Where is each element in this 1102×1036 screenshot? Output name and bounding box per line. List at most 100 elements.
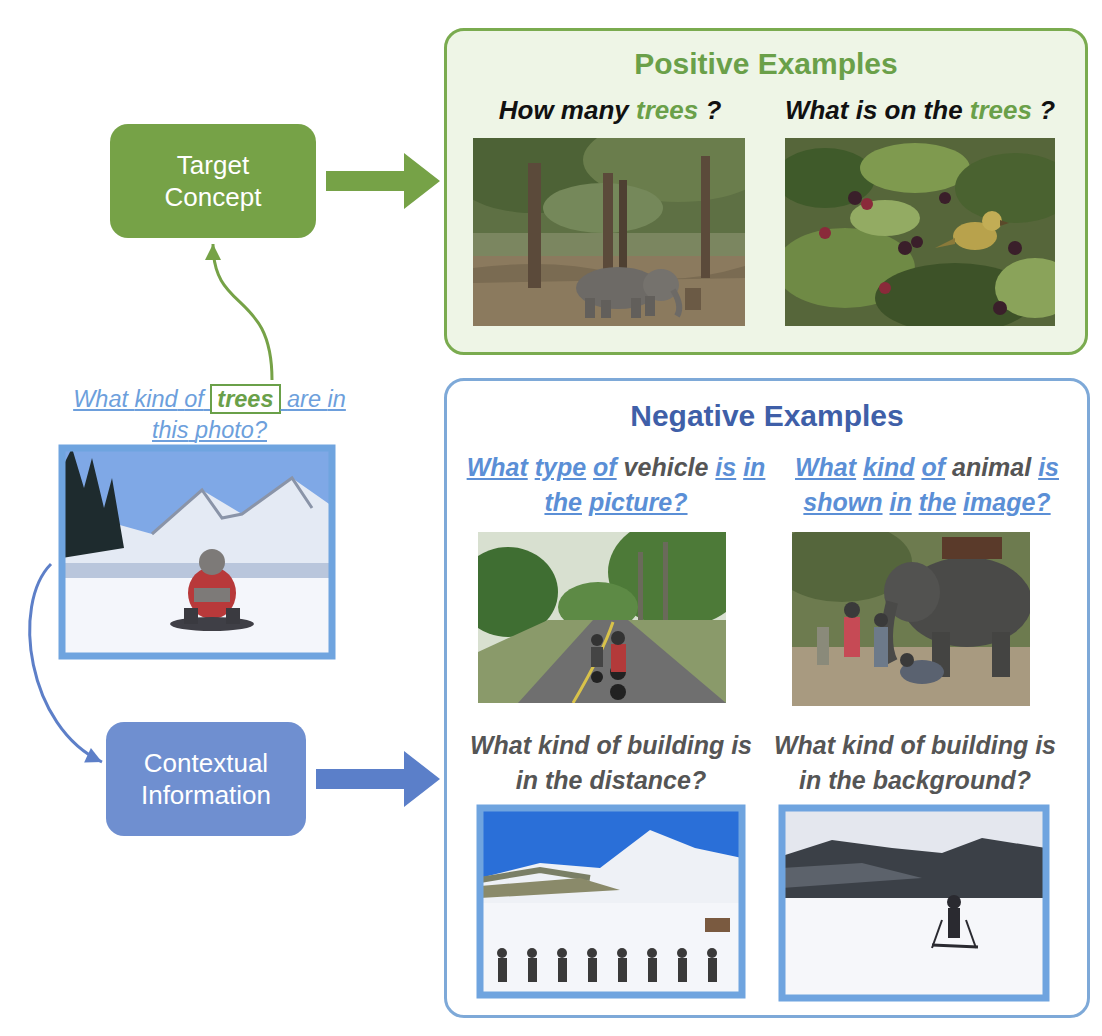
question-word: background? — [873, 766, 1031, 794]
photo-shape — [955, 153, 1075, 223]
photo-shape — [708, 958, 717, 982]
photo-shape — [860, 143, 970, 193]
photo-shape — [62, 578, 332, 656]
question-word: of — [900, 731, 924, 759]
question-word: What — [774, 731, 835, 759]
question-word: What — [467, 453, 528, 481]
photo-shape — [850, 200, 920, 236]
photo-shape — [879, 282, 891, 294]
question-word: of — [921, 453, 945, 481]
question-word: distance? — [589, 766, 706, 794]
photo-shape — [782, 863, 922, 888]
photo-shape — [677, 948, 687, 958]
panel-title: Positive Examples — [447, 47, 1085, 81]
photo-shape — [948, 908, 960, 938]
photo-shape — [478, 620, 726, 703]
photo-shape — [527, 948, 537, 958]
question-word: in — [328, 386, 346, 412]
example-item: What kind of animal is shown in the imag… — [772, 450, 1082, 708]
question-word: animal — [952, 453, 1031, 481]
photo-shape — [152, 478, 312, 534]
question-word: What — [795, 453, 856, 481]
question-word: are — [287, 386, 321, 412]
question-word: the — [828, 766, 866, 794]
photo-shape — [618, 958, 627, 982]
question-word: in — [743, 453, 765, 481]
photo-shape — [782, 808, 1046, 998]
arrow-head — [84, 748, 102, 762]
example-panel: Positive ExamplesHow many trees ? What is… — [444, 28, 1088, 355]
question-word: vehicle — [624, 453, 709, 481]
photo-shape — [558, 958, 567, 982]
photo-shape — [995, 258, 1075, 318]
photo-shape — [591, 634, 603, 646]
question-word: trees — [970, 95, 1032, 125]
photo-shape — [685, 288, 701, 310]
question-text: How many trees ? — [470, 92, 750, 128]
photo-shape — [932, 945, 978, 947]
photo-shape — [480, 808, 742, 995]
photo-shape — [62, 448, 332, 656]
photo-shape — [610, 684, 626, 700]
photo-shape — [947, 895, 961, 909]
photo-shape — [701, 156, 710, 278]
photo-forest-elephant — [448, 118, 773, 326]
photo-shape — [480, 903, 742, 995]
panel-ground — [444, 28, 1088, 355]
photo-shape — [939, 192, 951, 204]
question-word: photo? — [195, 417, 267, 443]
photo-shape — [619, 180, 627, 280]
photo-shape — [587, 948, 597, 958]
question-word: is — [1035, 731, 1056, 759]
photo-shape — [648, 958, 657, 982]
question-word: kind — [863, 453, 914, 481]
photo-shape — [775, 148, 875, 208]
question-word: the — [924, 95, 963, 125]
question-word: of — [184, 386, 204, 412]
photo-border — [782, 808, 1046, 998]
question-word: is — [731, 731, 752, 759]
photo-shape — [528, 958, 537, 982]
question-text: What kind of trees are in this photo? — [67, 384, 352, 446]
photo-shape — [1008, 241, 1022, 255]
question-text: What kind of building is in the backgrou… — [770, 728, 1060, 798]
concept-box: Target Concept — [110, 124, 316, 238]
question-text: What is on the trees ? — [772, 92, 1068, 128]
question-word: is — [715, 453, 736, 481]
photo-shape — [900, 653, 914, 667]
photo-shape — [480, 870, 590, 880]
question-word: building — [931, 731, 1028, 759]
photo-shape — [782, 838, 1046, 900]
photo-shape — [591, 647, 603, 667]
photo-snowboarder — [62, 448, 332, 656]
photo-shape — [170, 617, 254, 631]
panel-title: Negative Examples — [447, 399, 1087, 433]
question-word: of — [596, 731, 620, 759]
photo-shape — [601, 300, 611, 318]
question-word: in — [516, 766, 538, 794]
example-panel: Negative ExamplesWhat type of vehicle is… — [444, 378, 1090, 1018]
question-word: ? — [1039, 95, 1055, 125]
photo-shape — [611, 644, 626, 672]
photo-road — [458, 517, 748, 703]
question-word: What — [470, 731, 531, 759]
photo-shape — [992, 632, 1010, 677]
question-word: image? — [963, 488, 1051, 516]
question-word: type — [535, 453, 586, 481]
photo-shape — [966, 920, 976, 948]
photo-shape — [819, 227, 831, 239]
question-word: the — [919, 488, 957, 516]
photo-shape — [861, 198, 873, 210]
question-word: What — [785, 95, 849, 125]
question-word: of — [593, 453, 617, 481]
example-item: What kind of building is in the distance… — [466, 728, 756, 998]
photo-shape — [848, 191, 862, 205]
block-arrow — [326, 153, 440, 209]
photo-bird-bush — [775, 138, 1075, 333]
question-word: shown — [803, 488, 882, 516]
photo-shape — [194, 588, 230, 602]
photo-shape — [1000, 220, 1009, 226]
photo-shape — [982, 211, 1002, 231]
question-word: ? — [705, 95, 721, 125]
photo-shape — [528, 163, 541, 288]
